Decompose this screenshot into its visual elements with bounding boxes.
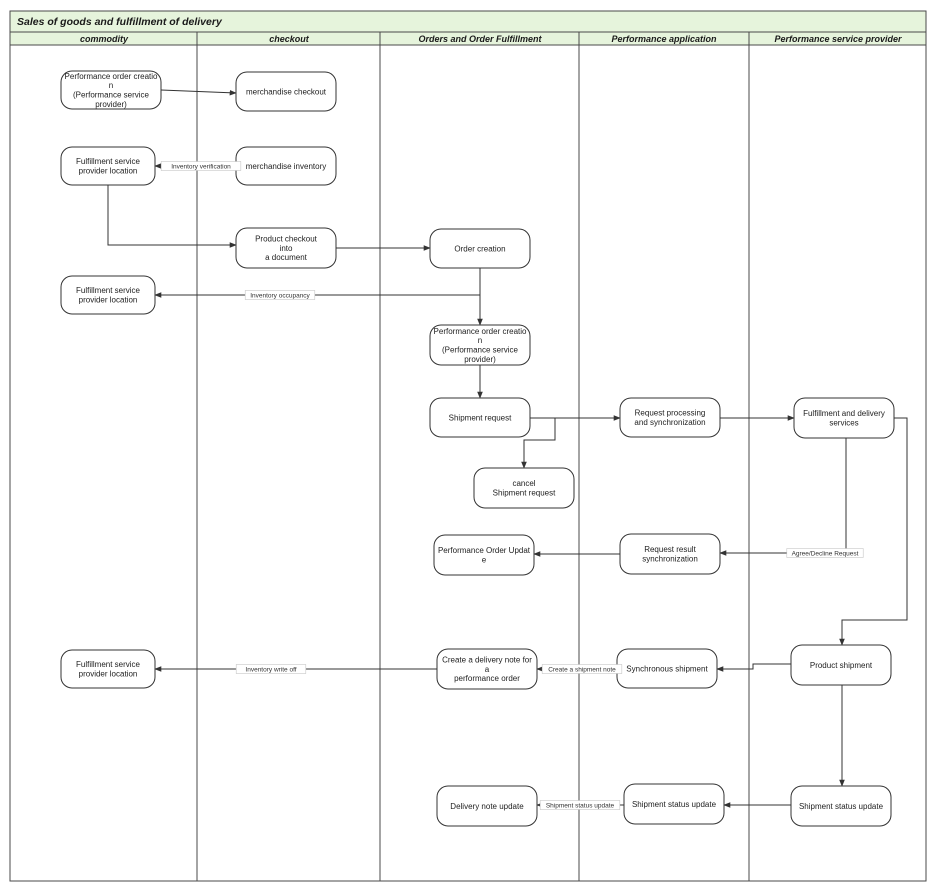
node-label-line: n <box>109 81 113 90</box>
lane-header-checkout: checkout <box>269 34 310 44</box>
node-label-line: Shipment status update <box>632 800 717 809</box>
node-label-line: Product shipment <box>810 661 873 670</box>
svg-text:Shipment status update: Shipment status update <box>546 802 615 809</box>
node-label-line: into <box>280 244 293 253</box>
node-label-line: provider location <box>79 295 138 304</box>
node-label-line: Request result <box>644 545 696 554</box>
node-label-line: Fulfillment service <box>76 660 141 669</box>
node-label-line: merchandise inventory <box>246 162 326 171</box>
edge-label: Inventory occupancy <box>244 290 316 300</box>
node-label-line: Fulfillment service <box>76 286 141 295</box>
process-node: Shipment status update <box>623 783 725 825</box>
node-label-line: Performance order creatio <box>65 72 158 81</box>
node-label-line: services <box>829 418 858 427</box>
node-label-line: Fulfillment and delivery <box>803 409 885 418</box>
node-label-line: a <box>485 665 490 674</box>
node-label-line: cancel <box>512 479 535 488</box>
node-label-line: provider location <box>79 669 138 678</box>
process-node: Performance order creation(Performance s… <box>429 324 531 366</box>
svg-text:Create a shipment note: Create a shipment note <box>548 666 616 673</box>
node-label-line: Product checkout <box>255 235 318 244</box>
node-label-line: Performance Order Updat <box>438 546 531 555</box>
edge-connector <box>107 185 237 248</box>
process-node: Order creation <box>429 228 531 269</box>
node-label-line: provider location <box>79 166 138 175</box>
node-label-line: n <box>478 336 482 345</box>
lane-header-performance-provider: Performance service provider <box>774 34 902 44</box>
node-label-line: Shipment status update <box>799 802 884 811</box>
node-label-line: merchandise checkout <box>246 87 327 96</box>
process-node: Synchronous shipment <box>616 648 718 689</box>
edge-connector <box>839 417 908 646</box>
edge-connector <box>160 89 237 96</box>
node-label-line: Create a delivery note for <box>442 656 532 665</box>
node-label-line: synchronization <box>642 554 698 563</box>
process-node: Shipment request <box>429 397 531 438</box>
process-node: merchandise inventory <box>235 146 337 186</box>
edge-label: Create a shipment note <box>541 664 623 674</box>
process-node: merchandise checkout <box>235 71 337 112</box>
lane-header-orders: Orders and Order Fulfillment <box>418 34 542 44</box>
process-node: Delivery note update <box>436 785 538 827</box>
edge-label: Inventory verification <box>160 161 242 171</box>
process-node: Product shipment <box>790 644 892 686</box>
lane-header-commodity: commodity <box>80 34 129 44</box>
edge-connector <box>521 417 556 469</box>
edge-label: Shipment status update <box>539 800 621 810</box>
diagram-frame <box>9 10 927 882</box>
node-label-line: and synchronization <box>634 418 705 427</box>
node-label-line: (Performance service <box>73 90 150 99</box>
svg-text:Inventory verification: Inventory verification <box>171 163 231 170</box>
node-label-line: Synchronous shipment <box>626 664 708 673</box>
edge-label: Agree/Decline Request <box>786 548 864 558</box>
lane-header-bar <box>9 31 927 46</box>
node-label-line: (Performance service <box>442 345 519 354</box>
node-label-line: Request processing <box>635 409 706 418</box>
node-label-line: Shipment request <box>449 413 512 422</box>
node-label-line: Order creation <box>454 244 505 253</box>
node-label-line: Performance order creatio <box>434 327 527 336</box>
svg-text:Agree/Decline Request: Agree/Decline Request <box>792 550 859 557</box>
node-label-line: Delivery note update <box>450 802 524 811</box>
node-label-line: performance order <box>454 674 520 683</box>
svg-text:Inventory occupancy: Inventory occupancy <box>250 292 310 299</box>
node-label-line: provider) <box>464 355 496 364</box>
edge-connector <box>716 663 791 672</box>
diagram-title: Sales of goods and fulfillment of delive… <box>17 16 223 28</box>
node-label-line: provider) <box>95 100 127 109</box>
node-label-line: e <box>482 555 487 564</box>
lane-header-performance-application: Performance application <box>611 34 717 44</box>
process-node: Performance order creation(Performance s… <box>60 70 162 110</box>
node-label-line: Fulfillment service <box>76 157 141 166</box>
node-label-line: Shipment request <box>493 488 556 497</box>
node-label-line: a document <box>265 253 308 262</box>
svg-text:Inventory write off: Inventory write off <box>245 666 296 673</box>
edge-label: Inventory write off <box>235 664 307 674</box>
process-node: Shipment status update <box>790 785 892 827</box>
